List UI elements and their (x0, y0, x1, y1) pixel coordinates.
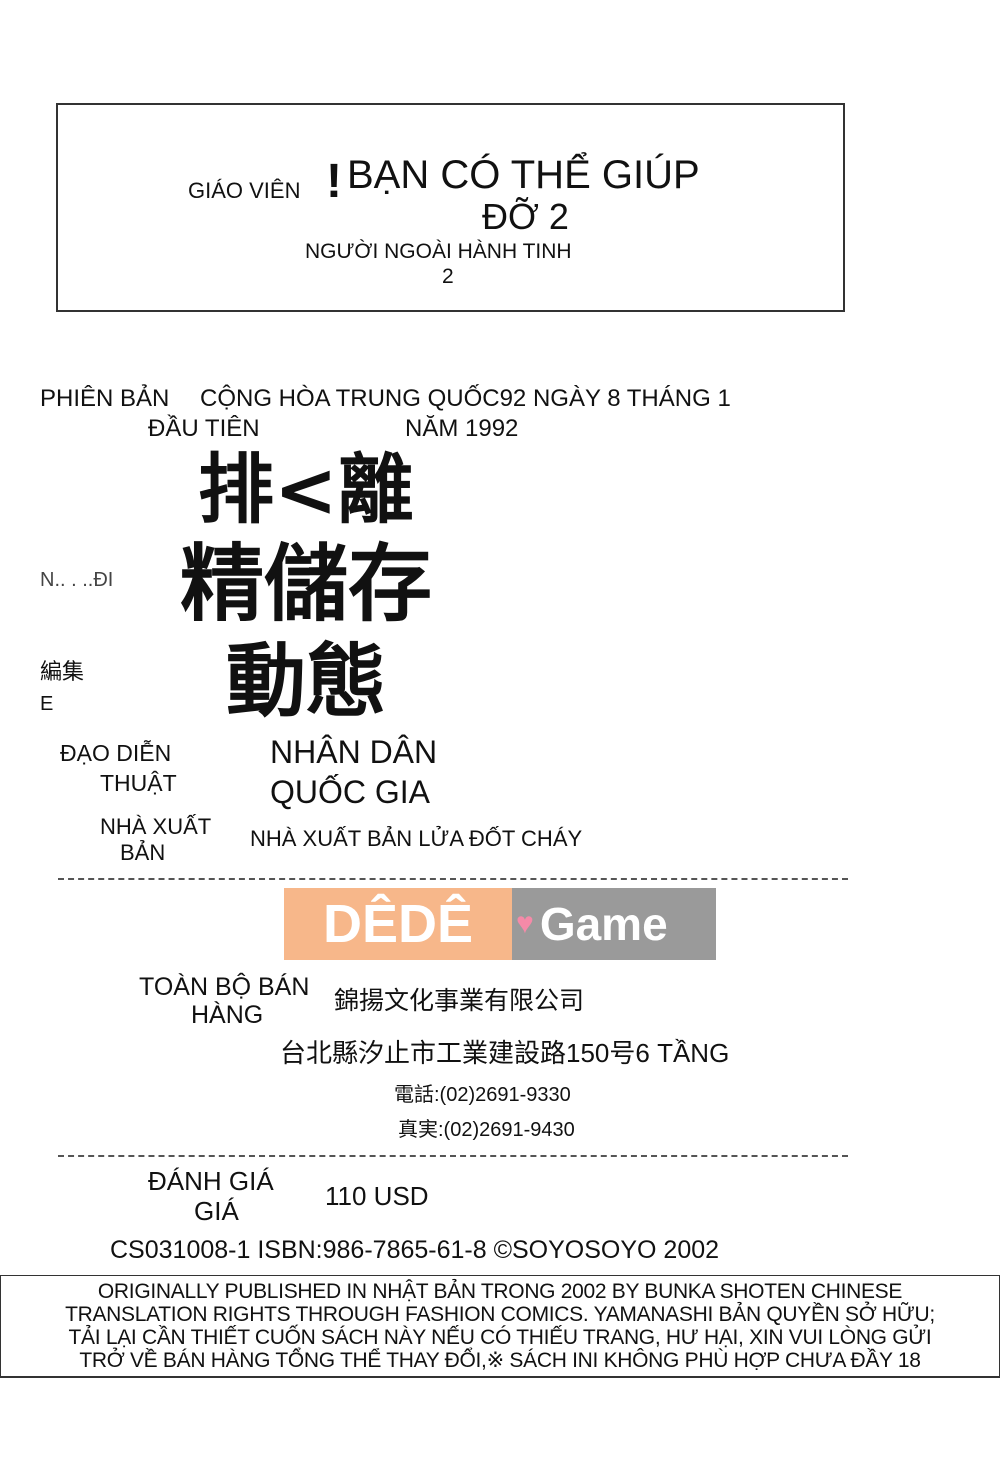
price-label-2: GIÁ (194, 1196, 239, 1226)
distributor-address: 台北縣汐止市工業建設路150号6 TẦNG (280, 1038, 730, 1068)
director-value: NHÂN DÂN (270, 734, 438, 770)
edition-label-line2: ĐẦU TIÊN (148, 415, 260, 442)
publisher-label: NHÀ XUẤT (100, 814, 212, 839)
publisher-label-2: BẢN (120, 840, 166, 865)
heart-icon: ♥ (516, 907, 534, 940)
divider-top (58, 878, 848, 880)
watermark-right: ♥Game (512, 888, 716, 960)
director-label: ĐẠO DIỄN (60, 740, 172, 766)
edition-year: NĂM 1992 (405, 415, 519, 442)
edition-label: PHIÊN BẢN (40, 385, 170, 412)
distributor-company: 錦揚文化事業有限公司 (334, 986, 585, 1015)
watermark-left: DÊDÊ (284, 888, 512, 960)
distributor-fax: 真実:(02)2691-9430 (398, 1119, 575, 1141)
distribution-label-2: HÀNG (191, 1001, 264, 1029)
legal-line: TRANSLATION RIGHTS THROUGH FASHION COMIC… (65, 1303, 935, 1326)
book-title: BẠN CÓ THỂ GIÚP (347, 153, 700, 197)
publisher-value: NHÀ XUẤT BẢN LỬA ĐỐT CHÁY (250, 826, 583, 851)
credit-cjk-3: 動態 (226, 635, 386, 728)
title-box (56, 103, 845, 312)
book-title-line2: ĐỠ 2 (482, 196, 569, 237)
legal-notice: ORIGINALLY PUBLISHED IN NHẬT BẢN TRONG 2… (0, 1275, 1000, 1378)
price-label: ĐÁNH GIÁ (148, 1166, 274, 1196)
credit-cjk-2: 精儲存 (180, 535, 433, 633)
faded-label-1: N.. . ..ĐI (40, 569, 114, 591)
watermark-logo: DÊDÊ ♥Game (284, 888, 716, 960)
price-value: 110 USD (325, 1181, 429, 1211)
legal-line: TRỞ VỀ BÁN HÀNG TỔNG THỂ THAY ĐỔI,※ SÁCH… (79, 1349, 921, 1372)
exclaim-mark: ! (326, 155, 342, 208)
faded-label-2: 編集 (40, 660, 85, 685)
isbn-line: CS031008-1 ISBN:986-7865-61-8 ©SOYOSOYO … (110, 1236, 720, 1264)
faded-label-3: E (40, 693, 54, 715)
divider-bottom (58, 1155, 848, 1157)
legal-line: ORIGINALLY PUBLISHED IN NHẬT BẢN TRONG 2… (97, 1280, 903, 1303)
legal-line: TẢI LẠI CẦN THIẾT CUỐN SÁCH NÀY NẾU CÓ T… (68, 1326, 932, 1349)
book-subtitle-line2: 2 (442, 265, 454, 288)
distributor-phone: 電話:(02)2691-9330 (394, 1084, 571, 1106)
credit-cjk-1: 排<離 (198, 445, 414, 534)
director-value-2: QUỐC GIA (270, 774, 431, 810)
author-label: GIÁO VIÊN (188, 178, 301, 203)
art-label: THUẬT (100, 770, 177, 796)
edition-date: CỘNG HÒA TRUNG QUỐC92 NGÀY 8 THÁNG 1 (200, 385, 731, 412)
book-subtitle: NGƯỜI NGOÀI HÀNH TINH (305, 240, 572, 263)
distribution-label: TOÀN BỘ BÁN (139, 973, 310, 1001)
watermark-right-text: Game (539, 898, 668, 950)
